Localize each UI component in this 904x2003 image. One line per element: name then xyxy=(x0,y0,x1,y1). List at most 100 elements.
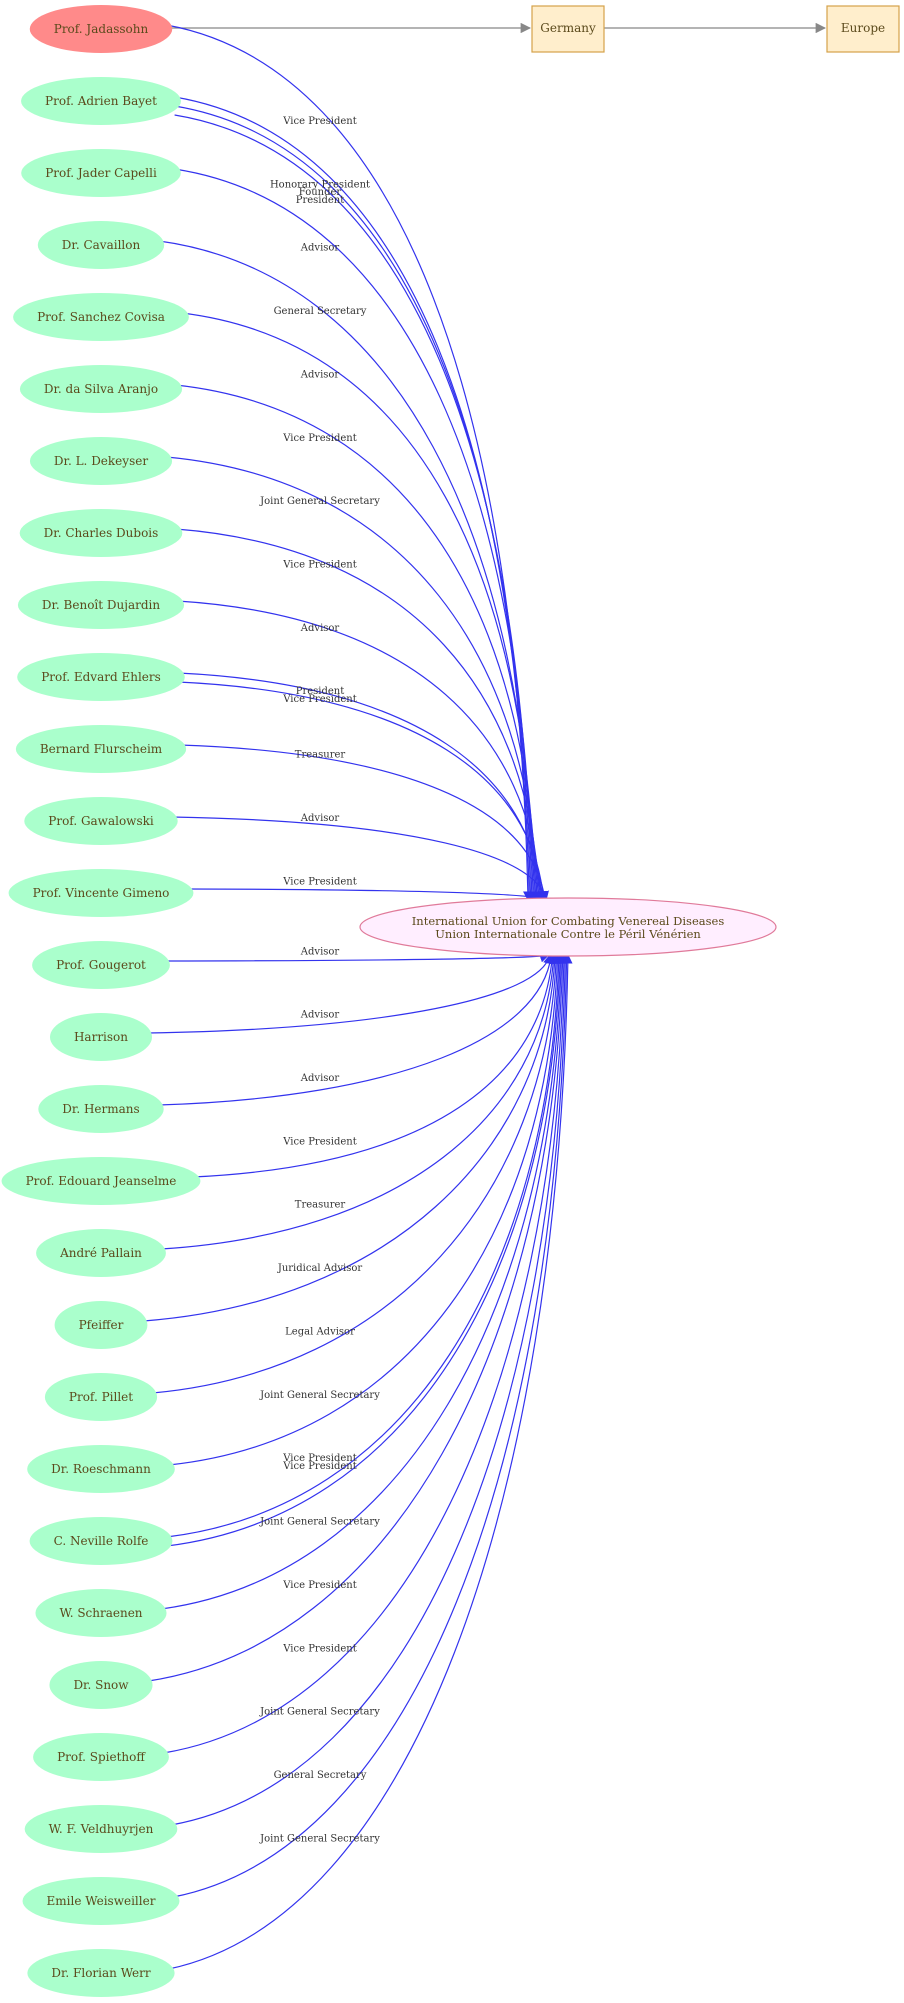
person-ellipse xyxy=(19,365,183,413)
person-node-prof-edouard-jeanselme[interactable]: Prof. Edouard Jeanselme xyxy=(1,1157,201,1205)
person-node-prof-adrien-bayet[interactable]: Prof. Adrien Bayet xyxy=(21,77,181,125)
edge-label: Vice President xyxy=(282,1580,356,1591)
edge-label: Advisor xyxy=(300,369,340,380)
edge-dr-cavaillon-general-secretary xyxy=(159,240,540,901)
person-node-c-neville-rolfe[interactable]: C. Neville Rolfe xyxy=(29,1517,173,1565)
person-name: André Pallain xyxy=(59,1246,142,1260)
person-node-dr-snow[interactable]: Dr. Snow xyxy=(49,1661,153,1709)
edge-prof-adrien-bayet-honorary-president xyxy=(174,96,534,901)
edge-label: President xyxy=(296,686,345,697)
person-node-w-schraenen[interactable]: W. Schraenen xyxy=(35,1589,167,1637)
edge-label: Honorary President xyxy=(270,179,370,190)
person-node-prof-sanchez-covisa[interactable]: Prof. Sanchez Covisa xyxy=(13,293,189,341)
edge-labels: Vice President Honorary PresidentFounderP… xyxy=(259,116,380,1845)
organization-node[interactable]: International Union for Combating Venere… xyxy=(359,897,777,957)
person-name: Dr. L. Dekeyser xyxy=(54,454,148,468)
person-name: Prof. Gougerot xyxy=(56,958,146,972)
person-node-dr-benoit-dujardin[interactable]: Dr. Benoît Dujardin xyxy=(17,581,185,629)
person-ellipse xyxy=(21,149,181,197)
person-ellipse xyxy=(27,1949,175,1997)
person-ellipse xyxy=(19,509,183,557)
person-ellipse xyxy=(49,1013,153,1061)
person-node-bernard-flurscheim[interactable]: Bernard Flurscheim xyxy=(15,725,187,773)
person-name: Prof. Adrien Bayet xyxy=(45,94,157,108)
person-ellipse xyxy=(24,1805,178,1853)
person-ellipse xyxy=(33,1733,169,1781)
edge-label: General Secretary xyxy=(274,1770,367,1781)
person-node-prof-gougerot[interactable]: Prof. Gougerot xyxy=(32,941,170,989)
edge-label: Vice President xyxy=(282,694,356,705)
edge-prof-edvard-ehlers-president xyxy=(178,672,547,901)
person-node-pfeiffer[interactable]: Pfeiffer xyxy=(54,1301,148,1349)
person-name: Prof. Jadassohn xyxy=(54,22,149,36)
person-name: Prof. Spiethoff xyxy=(57,1750,146,1764)
person-node-prof-jadassohn[interactable]: Prof. Jadassohn xyxy=(29,5,173,53)
person-node-harrison[interactable]: Harrison xyxy=(49,1013,153,1061)
person-name: Dr. Florian Werr xyxy=(51,1966,151,1980)
person-node-prof-pillet[interactable]: Prof. Pillet xyxy=(44,1373,158,1421)
person-node-prof-gawalowski[interactable]: Prof. Gawalowski xyxy=(24,797,178,845)
edge-prof-adrien-bayet-founder xyxy=(174,105,536,901)
place-node-europe[interactable]: Europe xyxy=(826,5,900,53)
person-ellipse xyxy=(38,1085,164,1133)
person-node-prof-jader-capelli[interactable]: Prof. Jader Capelli xyxy=(21,149,181,197)
edge-label: Advisor xyxy=(300,1010,340,1021)
person-name: W. F. Veldhuyrjen xyxy=(49,1822,154,1836)
place-label-europe: Europe xyxy=(841,21,885,35)
edge-label: Founder xyxy=(299,187,342,198)
person-ellipse xyxy=(49,1661,153,1709)
place-node-germany[interactable]: Germany xyxy=(531,5,605,53)
edge-label: Treasurer xyxy=(295,1200,346,1211)
person-ellipse xyxy=(29,1517,173,1565)
person-node-dr-l-dekeyser[interactable]: Dr. L. Dekeyser xyxy=(29,437,173,485)
person-node-prof-vincente-gimeno[interactable]: Prof. Vincente Gimeno xyxy=(8,869,194,917)
edge-dr-roeschmann-joint-general-secretary xyxy=(168,954,563,1466)
person-node-dr-hermans[interactable]: Dr. Hermans xyxy=(38,1085,164,1133)
person-node-prof-edvard-ehlers[interactable]: Prof. Edvard Ehlers xyxy=(17,653,185,701)
edge-w-schraenen-joint-general-secretary xyxy=(161,954,567,1610)
edge-label: Joint General Secretary xyxy=(259,1390,380,1401)
person-node-dr-florian-werr[interactable]: Dr. Florian Werr xyxy=(27,1949,175,1997)
person-ellipse xyxy=(44,1373,158,1421)
person-name: Dr. Cavaillon xyxy=(62,238,141,252)
edge-emile-weisweiller-general-secretary xyxy=(173,954,572,1898)
person-name: Bernard Flurscheim xyxy=(40,742,163,756)
edge-label: Legal Advisor xyxy=(285,1327,355,1338)
person-node-dr-charles-dubois[interactable]: Dr. Charles Dubois xyxy=(19,509,183,557)
edges xyxy=(143,22,827,1970)
edge-prof-edouard-jeanselme-vice-president xyxy=(192,954,557,1178)
person-node-andre-pallain[interactable]: André Pallain xyxy=(36,1229,166,1277)
edge-bernard-flurscheim-treasurer xyxy=(179,744,549,901)
person-node-w-f-veldhuyrjen[interactable]: W. F. Veldhuyrjen xyxy=(24,1805,178,1853)
person-ellipse xyxy=(54,1301,148,1349)
person-node-prof-spiethoff[interactable]: Prof. Spiethoff xyxy=(33,1733,169,1781)
person-name: Dr. Benoît Dujardin xyxy=(42,598,160,612)
edge-c-neville-rolfe-vice-president xyxy=(166,954,565,1547)
person-node-dr-roeschmann[interactable]: Dr. Roeschmann xyxy=(27,1445,175,1493)
edge-label: Advisor xyxy=(300,813,340,824)
edge-prof-gawalowski-advisor xyxy=(171,816,549,901)
person-ellipse xyxy=(13,293,189,341)
person-ellipse xyxy=(29,437,173,485)
edge-label: Advisor xyxy=(300,1073,340,1084)
edge-label: Joint General Secretary xyxy=(259,1707,380,1718)
person-name: W. Schraenen xyxy=(59,1606,142,1620)
person-node-dr-da-silva-aranjo[interactable]: Dr. da Silva Aranjo xyxy=(19,365,183,413)
edge-dr-da-silva-aranjo-vice-president xyxy=(175,384,542,901)
person-ellipse xyxy=(29,5,173,53)
edge-label: Vice President xyxy=(282,876,356,887)
person-ellipse xyxy=(8,869,194,917)
person-ellipse xyxy=(32,941,170,989)
edge-prof-vincente-gimeno-vice-president xyxy=(185,888,549,901)
person-node-dr-cavaillon[interactable]: Dr. Cavaillon xyxy=(37,221,165,269)
person-ellipse xyxy=(15,725,187,773)
edge-dr-benoit-dujardin-advisor xyxy=(177,600,546,901)
edge-andre-pallain-treasurer xyxy=(160,954,559,1250)
edge-label: Juridical Advisor xyxy=(277,1263,363,1274)
edge-prof-edvard-ehlers-vice-president xyxy=(178,681,548,901)
person-name: Prof. Pillet xyxy=(69,1390,133,1404)
person-node-emile-weisweiller[interactable]: Emile Weisweiller xyxy=(22,1877,180,1925)
edge-label: Vice President xyxy=(282,433,356,444)
edge-label: Treasurer xyxy=(295,750,346,761)
